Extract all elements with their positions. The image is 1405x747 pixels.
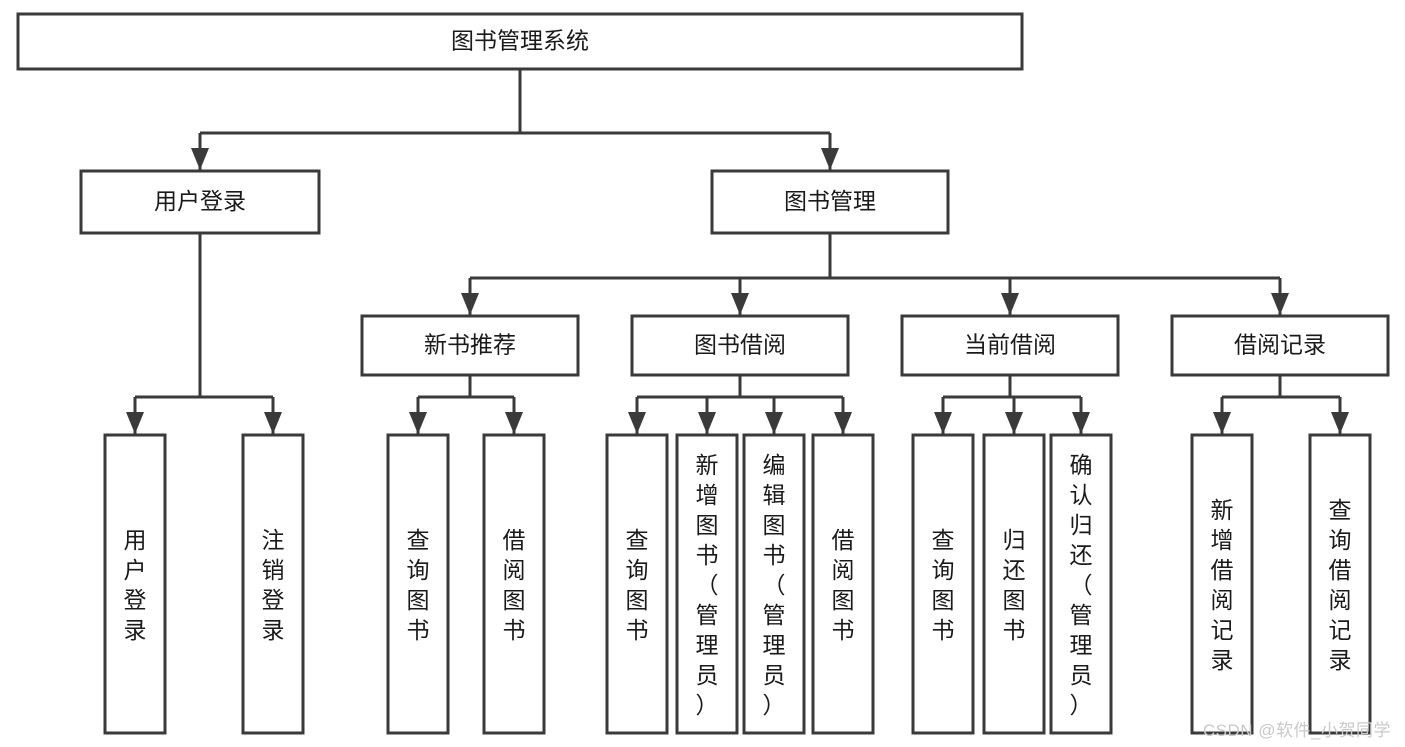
edges-layer bbox=[126, 69, 1349, 434]
arrow-head-icon bbox=[126, 412, 144, 434]
edge-group-borrow-record bbox=[1213, 375, 1349, 434]
node-box bbox=[675, 433, 739, 735]
node-leaf-return-book[interactable]: 归还图书 bbox=[982, 433, 1046, 735]
node-box bbox=[742, 433, 806, 735]
arrow-head-icon bbox=[834, 412, 852, 434]
node-box bbox=[811, 433, 875, 735]
node-box bbox=[911, 433, 975, 735]
node-label: 图书管理 bbox=[784, 188, 876, 214]
node-label: 新增图书（管理员） bbox=[696, 452, 719, 718]
node-label: 用户登录 bbox=[124, 527, 147, 643]
arrow-head-icon bbox=[505, 412, 523, 434]
edge-group-new-book-rec bbox=[409, 375, 523, 434]
node-box bbox=[1308, 433, 1372, 735]
node-box bbox=[386, 433, 450, 735]
node-book-borrow[interactable]: 图书借阅 bbox=[630, 314, 850, 377]
node-label: 注销登录 bbox=[262, 527, 285, 643]
node-box bbox=[982, 433, 1046, 735]
node-label: 查询图书 bbox=[626, 527, 649, 643]
edge-group-root bbox=[191, 69, 839, 170]
arrow-head-icon bbox=[409, 412, 427, 434]
node-label: 编辑图书（管理员） bbox=[763, 452, 786, 718]
node-leaf-edit-book[interactable]: 编辑图书（管理员） bbox=[742, 433, 806, 735]
node-user-login[interactable]: 用户登录 bbox=[79, 169, 321, 235]
arrow-head-icon bbox=[264, 412, 282, 434]
node-label: 新书推荐 bbox=[424, 332, 516, 358]
node-label: 图书管理系统 bbox=[451, 28, 589, 54]
node-leaf-user-logout[interactable]: 注销登录 bbox=[241, 433, 305, 735]
node-leaf-query-book-rec[interactable]: 查询图书 bbox=[386, 433, 450, 735]
node-leaf-add-record[interactable]: 新增借阅记录 bbox=[1190, 433, 1254, 735]
node-label: 查询借阅记录 bbox=[1329, 497, 1352, 673]
node-box bbox=[103, 433, 167, 735]
arrow-head-icon bbox=[765, 412, 783, 434]
node-leaf-user-login[interactable]: 用户登录 bbox=[103, 433, 167, 735]
node-box bbox=[900, 314, 1120, 377]
arrow-head-icon bbox=[821, 148, 839, 170]
node-box bbox=[79, 169, 321, 235]
arrow-head-icon bbox=[731, 293, 749, 315]
node-borrow-record[interactable]: 借阅记录 bbox=[1170, 314, 1390, 377]
node-leaf-query-book-borrow[interactable]: 查询图书 bbox=[605, 433, 669, 735]
edge-group-current-borrow bbox=[934, 375, 1090, 434]
node-label: 确认归还（管理员） bbox=[1070, 452, 1093, 718]
node-label: 归还图书 bbox=[1003, 527, 1026, 643]
node-book-manage[interactable]: 图书管理 bbox=[710, 169, 950, 235]
node-box bbox=[710, 169, 950, 235]
node-box bbox=[1049, 433, 1113, 735]
arrow-head-icon bbox=[1072, 412, 1090, 434]
node-box bbox=[1170, 314, 1390, 377]
arrow-head-icon bbox=[1331, 412, 1349, 434]
node-label: 图书借阅 bbox=[694, 332, 786, 358]
arrow-head-icon bbox=[1005, 412, 1023, 434]
arrow-head-icon bbox=[628, 412, 646, 434]
node-label: 用户登录 bbox=[154, 188, 246, 214]
arrow-head-icon bbox=[1213, 412, 1231, 434]
node-label: 借阅记录 bbox=[1234, 332, 1326, 358]
node-box bbox=[241, 433, 305, 735]
node-new-book-rec[interactable]: 新书推荐 bbox=[360, 314, 580, 377]
arrow-head-icon bbox=[191, 148, 209, 170]
node-leaf-confirm-return[interactable]: 确认归还（管理员） bbox=[1049, 433, 1113, 735]
arrow-head-icon bbox=[1271, 293, 1289, 315]
arrow-head-icon bbox=[1001, 293, 1019, 315]
node-label: 查询图书 bbox=[407, 527, 430, 643]
edge-group-user-login bbox=[126, 233, 282, 434]
edge-group-book-manage bbox=[461, 233, 1289, 315]
node-leaf-borrow-book-rec[interactable]: 借阅图书 bbox=[482, 433, 546, 735]
node-current-borrow[interactable]: 当前借阅 bbox=[900, 314, 1120, 377]
node-leaf-add-book[interactable]: 新增图书（管理员） bbox=[675, 433, 739, 735]
arrow-head-icon bbox=[698, 412, 716, 434]
node-label: 当前借阅 bbox=[964, 332, 1056, 358]
node-box bbox=[605, 433, 669, 735]
node-label: 新增借阅记录 bbox=[1211, 497, 1234, 673]
node-label: 借阅图书 bbox=[832, 527, 855, 643]
node-label: 查询图书 bbox=[932, 527, 955, 643]
node-box bbox=[1190, 433, 1254, 735]
node-label: 借阅图书 bbox=[503, 527, 526, 643]
node-leaf-query-book-cur[interactable]: 查询图书 bbox=[911, 433, 975, 735]
edge-group-book-borrow bbox=[628, 375, 852, 434]
node-leaf-query-record[interactable]: 查询借阅记录 bbox=[1308, 433, 1372, 735]
node-box bbox=[630, 314, 850, 377]
arrow-head-icon bbox=[934, 412, 952, 434]
node-root[interactable]: 图书管理系统 bbox=[16, 12, 1024, 71]
arrow-head-icon bbox=[461, 293, 479, 315]
node-box bbox=[16, 12, 1024, 71]
node-box bbox=[482, 433, 546, 735]
node-box bbox=[360, 314, 580, 377]
nodes-layer: 图书管理系统用户登录图书管理新书推荐图书借阅当前借阅借阅记录用户登录注销登录查询… bbox=[16, 12, 1390, 735]
node-leaf-borrow-book[interactable]: 借阅图书 bbox=[811, 433, 875, 735]
